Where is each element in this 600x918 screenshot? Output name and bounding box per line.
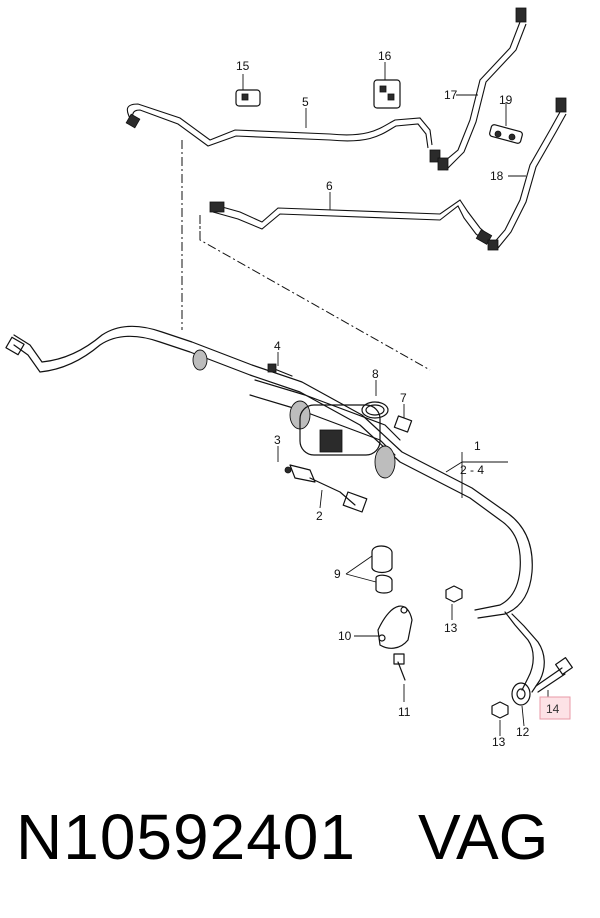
brake-line-6 [209,199,493,245]
callout-9: 9 [334,567,341,581]
callout-11: 11 [398,705,411,719]
callout-8: 8 [372,367,379,381]
bolt-4 [267,363,293,377]
callout-2: 2 [316,509,323,523]
brand-name: VAG [418,801,549,873]
bushing-9 [371,545,393,594]
callout-18: 18 [490,169,504,183]
brake-line-5 [125,103,441,163]
callout-6: 6 [326,179,333,193]
brake-line-17 [437,7,527,171]
bush-12 [511,682,531,706]
stabilizer-bar [5,325,545,693]
holder-16 [373,79,401,109]
bracket-10 [377,605,413,649]
part-number: N10592401 [16,801,356,873]
highlight-box [539,696,571,720]
highlight-callout-14[interactable]: 14 [539,696,571,720]
callout-4: 4 [274,339,281,353]
callout-16: 16 [378,49,392,63]
steering-actuator [249,379,401,513]
clip-15 [235,89,261,107]
callout-17: 17 [444,88,458,102]
callout-15: 15 [236,59,250,73]
nut-13-upper [445,585,463,603]
hose-clamp-8 [361,401,389,419]
clip-19 [489,124,523,144]
callout-3: 3 [274,433,281,447]
clip-7 [393,415,413,433]
parts-diagram: 15 16 17 19 18 5 6 4 8 7 3 2 1 2 - 4 9 1… [5,7,573,749]
callout-12: 12 [516,725,530,739]
brake-line-18 [487,97,567,251]
callout-1: 1 [474,439,481,453]
callout-19: 19 [499,93,513,107]
callout-14: 14 [546,702,560,716]
callout-labels: 15 16 17 19 18 5 6 4 8 7 3 2 1 2 - 4 9 1… [236,49,530,749]
leader-lines [242,62,549,736]
nut-13-lower [491,701,509,719]
callout-13-lower: 13 [492,735,506,749]
callout-13-upper: 13 [444,621,458,635]
guide-line-box [199,215,431,371]
callout-7: 7 [400,391,407,405]
bolt-11 [393,653,406,681]
callout-5: 5 [302,95,309,109]
callout-1-range: 2 - 4 [460,463,484,477]
bolt-14 [535,657,573,693]
callout-10: 10 [338,629,352,643]
